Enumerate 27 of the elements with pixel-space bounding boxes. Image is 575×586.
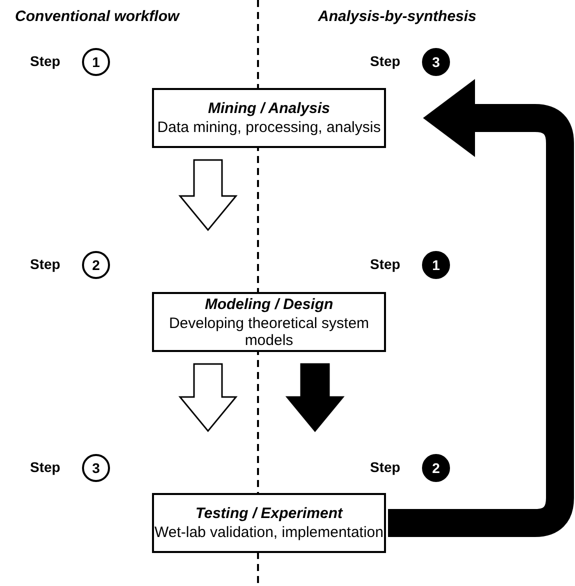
process-box: [152, 88, 386, 148]
step-number-circle: 2: [82, 251, 110, 279]
step-label: Step: [370, 459, 400, 475]
step-number-circle: 3: [422, 48, 450, 76]
curved-arrow: [388, 79, 574, 537]
box-description: Wet-lab validation, implementation: [154, 524, 384, 541]
step-label: Step: [370, 256, 400, 272]
step-label: Step: [30, 256, 60, 272]
block-arrow: [178, 159, 238, 232]
box-description: Data mining, processing, analysis: [157, 119, 381, 136]
step-number-circle: 1: [422, 251, 450, 279]
step-number-circle: 3: [82, 454, 110, 482]
column-heading: Conventional workflow: [15, 8, 180, 25]
step-number-circle: 2: [422, 454, 450, 482]
process-box: [152, 292, 386, 352]
box-title: Modeling / Design: [204, 296, 334, 312]
block-arrow: [178, 363, 238, 432]
box-title: Mining / Analysis: [208, 100, 330, 117]
column-heading: Analysis-by-synthesis: [318, 8, 476, 25]
step-label: Step: [30, 459, 60, 475]
step-label: Step: [370, 53, 400, 69]
block-arrow: [285, 363, 345, 432]
step-number-circle: 1: [82, 48, 110, 76]
box-description: Developing theoretical system models: [168, 314, 370, 348]
process-box: [152, 493, 386, 553]
box-title: Testing / Experiment: [196, 505, 342, 522]
step-label: Step: [30, 53, 60, 69]
